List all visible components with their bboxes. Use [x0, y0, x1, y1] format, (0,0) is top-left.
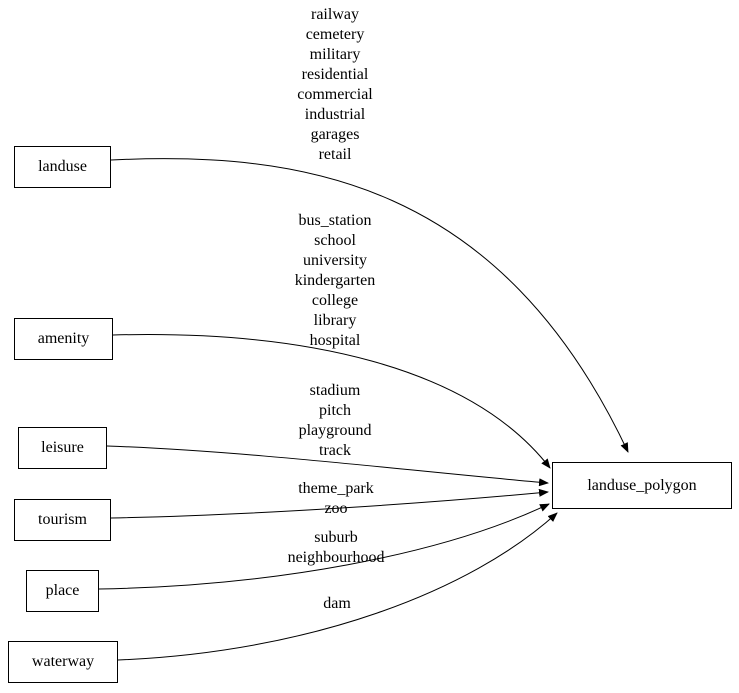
- edge-label-waterway-values: dam: [323, 595, 351, 612]
- edge-label-leisure-values: stadium pitch playground track: [298, 382, 372, 459]
- edge-leisure-to-target: [106, 445, 549, 487]
- node-tourism: tourism: [14, 499, 111, 541]
- node-landuse-polygon: landuse_polygon: [552, 462, 732, 509]
- node-leisure: leisure: [18, 427, 107, 469]
- edge-amenity-to-target: [112, 334, 551, 469]
- edge-label-tourism-values: theme_park zoo: [298, 480, 374, 517]
- edge-waterway-to-target: [117, 512, 558, 661]
- edge-label-amenity-values: bus_station school university kindergart…: [294, 212, 376, 349]
- node-amenity-label: amenity: [37, 330, 90, 347]
- node-landuse: landuse: [14, 146, 111, 188]
- node-place-label: place: [45, 582, 80, 599]
- edge-label-landuse-values: railway cemetery military residential co…: [297, 6, 373, 163]
- edge-landuse-to-target: [110, 158, 629, 453]
- edge-tourism-to-target: [110, 488, 549, 519]
- node-leisure-label: leisure: [41, 439, 84, 456]
- node-landuse-label: landuse: [38, 158, 87, 175]
- edge-place-to-target: [98, 503, 550, 590]
- edge-label-place-values: suburb neighbourhood: [287, 529, 385, 566]
- node-waterway-label: waterway: [31, 653, 95, 670]
- node-waterway: waterway: [8, 641, 118, 683]
- node-amenity: amenity: [14, 318, 113, 360]
- node-landuse-polygon-label: landuse_polygon: [587, 476, 697, 494]
- node-tourism-label: tourism: [38, 511, 87, 528]
- node-place: place: [26, 570, 99, 612]
